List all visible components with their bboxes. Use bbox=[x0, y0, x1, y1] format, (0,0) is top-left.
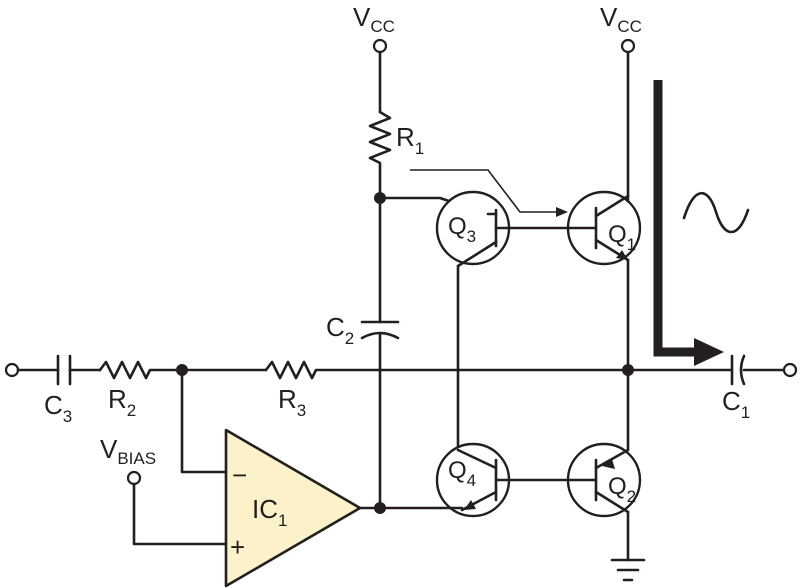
input-terminal[interactable] bbox=[4, 362, 20, 378]
vcc-left-terminal[interactable] bbox=[372, 38, 388, 54]
r1-resistor bbox=[368, 110, 392, 200]
bias-arrow bbox=[410, 169, 560, 213]
ground-icon bbox=[610, 558, 646, 582]
junction-input bbox=[176, 364, 188, 376]
junction-output bbox=[622, 364, 634, 376]
c3-label: C3 bbox=[44, 390, 72, 426]
q4-transistor bbox=[435, 442, 511, 518]
vcc-left-rail bbox=[360, 38, 400, 512]
q1-label: Q1 bbox=[608, 221, 636, 254]
vcc-right-rail bbox=[620, 38, 636, 202]
q4-label: Q4 bbox=[448, 457, 476, 490]
ic1-label: IC1 bbox=[252, 494, 287, 530]
r2-resistor bbox=[98, 360, 268, 380]
c3-capacitor bbox=[56, 354, 72, 386]
vcc-right-terminal[interactable] bbox=[620, 38, 636, 54]
opamp-inverting-label: − bbox=[232, 460, 247, 490]
junction-r1 bbox=[374, 192, 386, 204]
current-arrow bbox=[653, 80, 704, 357]
vbias-terminal[interactable] bbox=[126, 470, 142, 486]
junction-opamp-out bbox=[374, 502, 386, 514]
q2-label: Q2 bbox=[608, 473, 636, 506]
r3-resistor bbox=[264, 360, 382, 380]
opamp-noninverting-label: + bbox=[230, 532, 245, 562]
r3-label: R3 bbox=[278, 384, 306, 420]
c1-capacitor bbox=[730, 354, 746, 386]
vbias-label: VBIAS bbox=[100, 434, 156, 468]
r1-label: R1 bbox=[396, 122, 424, 158]
q3-label: Q3 bbox=[448, 213, 476, 246]
sine-wave-icon bbox=[682, 191, 750, 234]
ic1-opamp bbox=[224, 428, 362, 588]
c2-label: C2 bbox=[326, 312, 354, 348]
q1-transistor bbox=[566, 190, 642, 266]
vcc-left-label: VCC bbox=[353, 2, 395, 36]
vcc-right-label: VCC bbox=[600, 2, 642, 36]
r2-label: R2 bbox=[108, 384, 136, 420]
c1-label: C1 bbox=[722, 386, 750, 422]
q2-transistor bbox=[566, 442, 642, 518]
output-terminal[interactable] bbox=[782, 362, 798, 378]
